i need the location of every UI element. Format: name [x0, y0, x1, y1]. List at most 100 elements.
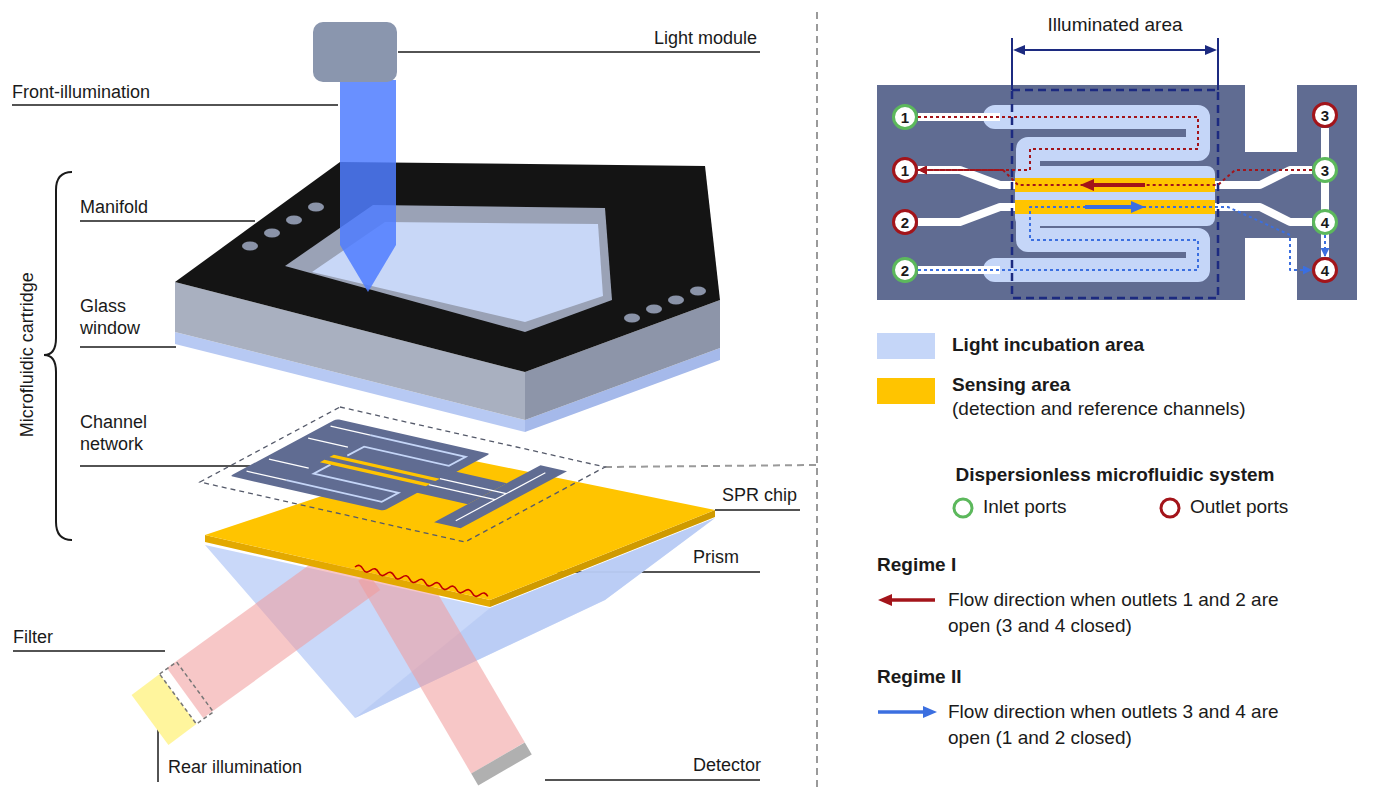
sensing-strip: [320, 460, 430, 486]
port-circle: 2: [892, 257, 918, 283]
leader-line: [80, 346, 176, 348]
window-wall: [285, 205, 612, 332]
arrow-head: [878, 594, 892, 606]
part-label: Dispersionless microfluidic system: [956, 464, 1275, 487]
channel-lines: [244, 425, 546, 521]
serpentine: [286, 435, 465, 502]
incubation-serpentine: [995, 117, 1198, 172]
channel: [1215, 207, 1312, 222]
detector: [498, 758, 505, 770]
port-hole: [646, 305, 662, 314]
flow-path: [918, 207, 1312, 270]
port-hole: [690, 287, 706, 296]
outlet-sample: [1161, 499, 1179, 517]
leader-line: [398, 51, 760, 53]
leader-line: [12, 104, 338, 106]
regime-arrow: [890, 598, 935, 602]
part-label: Rear illumination: [168, 757, 302, 779]
part-label: Regime II: [877, 666, 961, 689]
part-label: SPR chip: [722, 485, 797, 507]
leader-line: [545, 779, 760, 781]
legend-text: Flow direction when outlets 1 and 2 are …: [948, 587, 1298, 639]
leader-lines: [12, 52, 800, 782]
tick: [1217, 38, 1219, 90]
white-channels: [918, 117, 1325, 270]
port-hole: [668, 296, 684, 305]
part-label: Microfluidic cartridge: [17, 272, 39, 437]
legend-text: Light incubation area: [952, 334, 1144, 357]
part-label: (detection and reference channels): [952, 398, 1246, 421]
leader-line: [715, 509, 800, 511]
port-circle: 3: [1312, 157, 1338, 183]
channel: [918, 170, 1015, 185]
part-label: Light module: [654, 28, 757, 50]
flow-path: [918, 170, 1312, 185]
port-circle: 4: [1312, 257, 1338, 283]
leader-line: [80, 465, 250, 467]
port-hole: [242, 242, 258, 251]
part-label: Channel network: [80, 412, 165, 455]
port-number: 2: [901, 263, 909, 278]
channel-plate: [877, 85, 1245, 300]
port-circle: 3: [1312, 102, 1338, 128]
flow-path: [1324, 235, 1326, 257]
port-hole: [286, 216, 302, 225]
port-circle: 4: [1312, 209, 1338, 235]
legend-swatch: [877, 378, 935, 404]
manifold-top: [175, 162, 720, 372]
legend-text: Outlet ports: [1190, 496, 1288, 519]
port-number: 1: [901, 110, 909, 125]
leader-line: [13, 650, 165, 652]
port-number: 3: [1321, 108, 1329, 123]
port-hole: [624, 314, 640, 323]
dashed-outline: [200, 407, 605, 542]
port-hole: [264, 229, 280, 238]
legend-text: Sensing area: [952, 374, 1070, 397]
channel: [918, 207, 1015, 222]
channel-plate: [1297, 85, 1357, 300]
part-label: Filter: [13, 627, 53, 649]
panel-divider: [816, 12, 818, 787]
incident-beam: [185, 565, 362, 693]
channel: [1321, 128, 1329, 257]
illuminated-outline: [1012, 90, 1218, 298]
port-number: 3: [1321, 163, 1329, 178]
legend-text: Flow direction when outlets 3 and 4 are …: [948, 699, 1298, 751]
part-label: Manifold: [80, 197, 148, 219]
port-number: 4: [1321, 263, 1329, 278]
dimension-line: [1022, 49, 1208, 51]
part-label: Front-illumination: [12, 82, 150, 104]
light-source: [132, 674, 197, 745]
port-circle: 1: [892, 157, 918, 183]
tick: [1011, 38, 1013, 90]
part-label: Glass window: [80, 296, 155, 339]
channel-network: [200, 407, 605, 542]
channel: [1215, 170, 1312, 185]
regime-arrow: [878, 710, 925, 714]
legend-text: Inlet ports: [983, 496, 1066, 519]
incubation-area: [1015, 166, 1215, 226]
port-number: 4: [1321, 215, 1329, 230]
port-hole: [308, 203, 324, 212]
port-number: 2: [901, 215, 909, 230]
part-label: Regime I: [877, 554, 956, 577]
leader-line: [80, 220, 255, 222]
arrow-head: [1013, 45, 1025, 55]
filter: [160, 662, 214, 724]
part-label: Illuminated area: [1047, 14, 1182, 37]
port-circle: 1: [892, 104, 918, 130]
port-circle: 2: [892, 209, 918, 235]
arrow-head: [923, 706, 937, 718]
inlet-sample: [954, 499, 972, 517]
light-module: [313, 22, 397, 82]
dimension-arrow: [1012, 38, 1218, 90]
part-label: Detector: [693, 755, 761, 777]
flow-path: [918, 117, 1198, 170]
brace: [44, 172, 72, 540]
surface-plasmon-wave: [354, 565, 488, 599]
port-holes: [242, 203, 706, 323]
part-label: Prism: [693, 547, 739, 569]
